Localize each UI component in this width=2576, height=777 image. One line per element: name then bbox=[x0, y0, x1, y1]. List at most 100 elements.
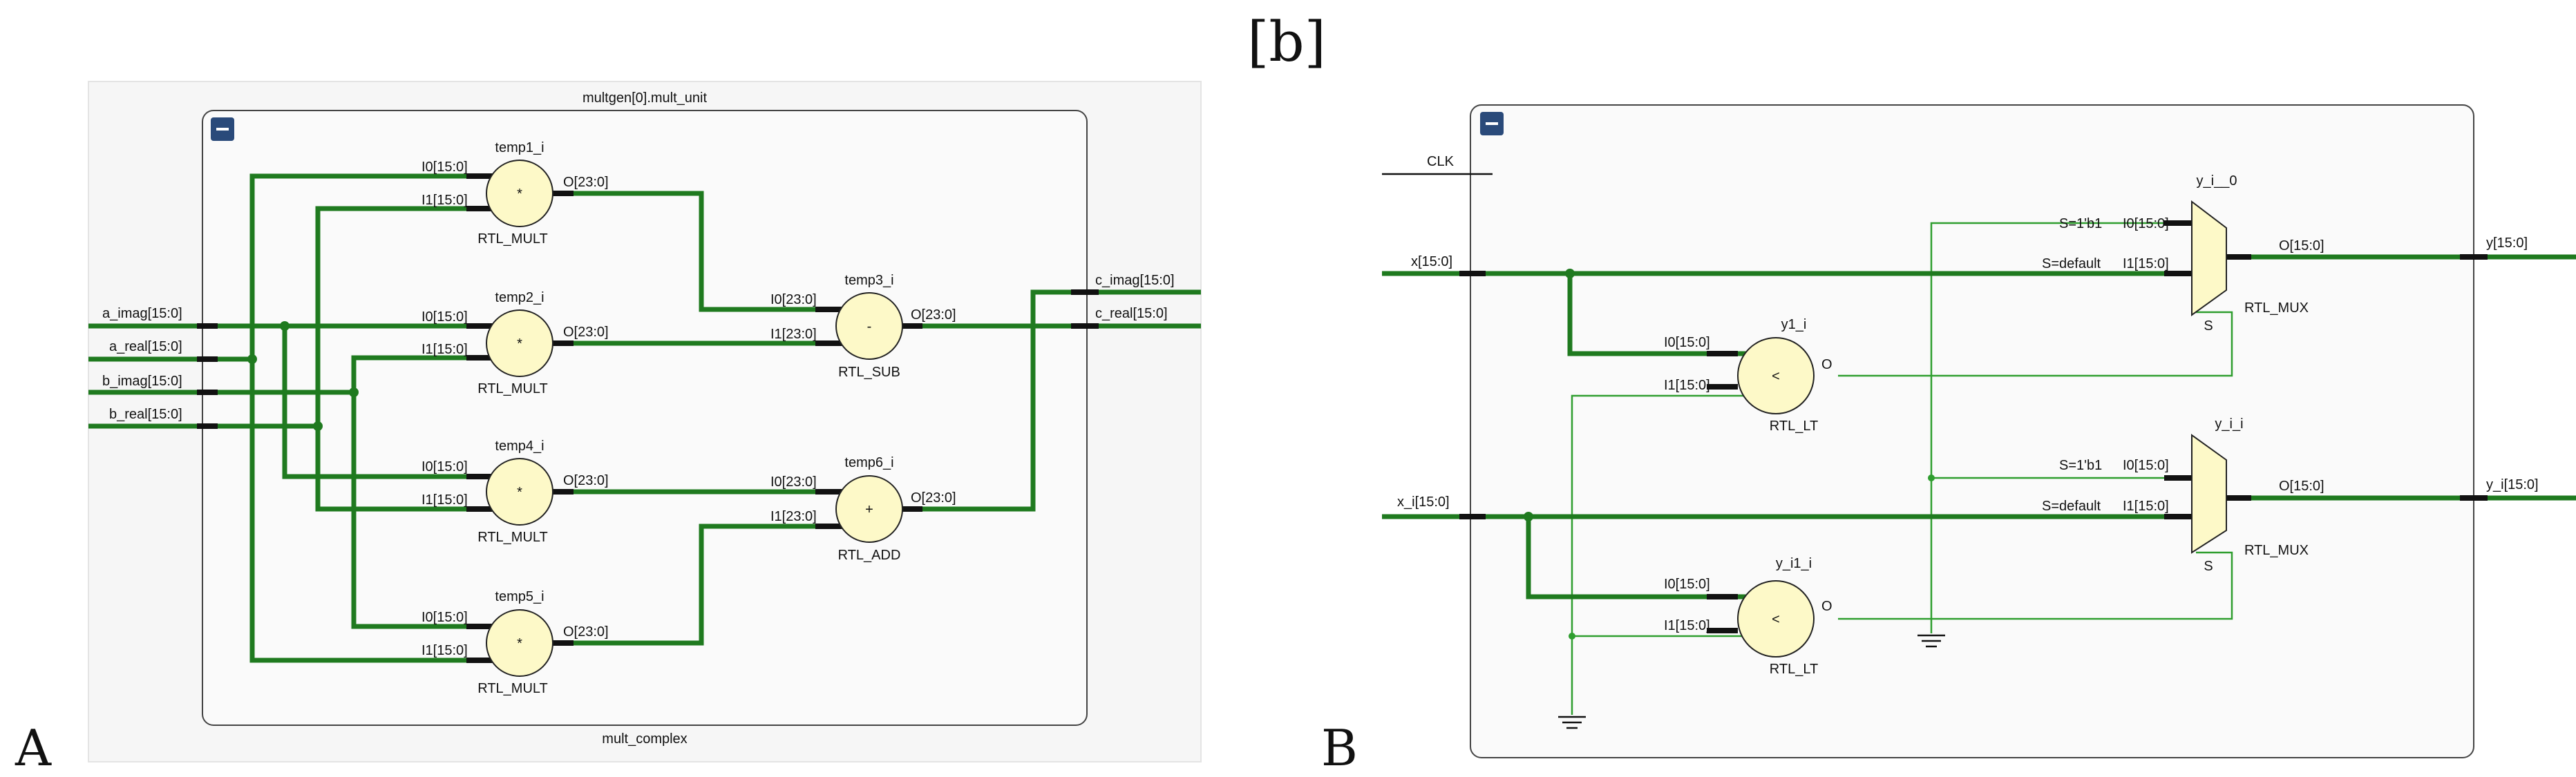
clk-port: CLK bbox=[1382, 154, 1493, 175]
panel-label-a: A bbox=[15, 719, 52, 777]
pin-label: I1[15:0] bbox=[422, 492, 468, 508]
collapse-button-a[interactable] bbox=[211, 117, 234, 141]
input-port-label: x_i[15:0] bbox=[1397, 495, 1450, 510]
output-port-label: y[15:0] bbox=[2486, 236, 2528, 251]
pin-label: S=1'b1 bbox=[2059, 216, 2102, 231]
inner-module-box bbox=[202, 110, 1088, 726]
pin-label: S=default bbox=[2042, 256, 2101, 271]
input-port-label: b_imag[15:0] bbox=[102, 374, 182, 389]
mux-cell-y-i-i[interactable]: y_i_i RTL_MUX S=1'b1 I0[15:0] S=default … bbox=[2042, 416, 2324, 574]
pin-stubs-a bbox=[197, 289, 1099, 429]
pin-label: I0[23:0] bbox=[770, 474, 817, 490]
cell-type: RTL_MULT bbox=[477, 681, 548, 696]
cell-op: < bbox=[1772, 612, 1780, 627]
cell-op: * bbox=[517, 186, 522, 202]
pin-label: I0[15:0] bbox=[1664, 577, 1710, 592]
panel-label-b: B bbox=[1321, 719, 1358, 777]
cell-op: * bbox=[517, 336, 522, 352]
inner-module-title: mult_complex bbox=[602, 731, 687, 747]
cell-name: temp5_i bbox=[495, 589, 544, 604]
figure-title: [b] bbox=[1247, 10, 1326, 74]
pin-label: O[23:0] bbox=[911, 490, 956, 506]
pin-label: S=default bbox=[2042, 499, 2101, 514]
panel-a: multgen[0].mult_unit mult_complex a_imag… bbox=[15, 81, 1202, 777]
mult-cell-temp4[interactable]: * temp4_i RTL_MULT I0[15:0] I1[15:0] O[2… bbox=[422, 439, 609, 545]
sub-cell-temp3[interactable]: - temp3_i RTL_SUB I0[23:0] I1[23:0] O[23… bbox=[770, 273, 956, 380]
pin-stubs-b bbox=[1459, 254, 2488, 519]
pin-label: I1[15:0] bbox=[422, 193, 468, 208]
pin-label: I0[23:0] bbox=[770, 292, 817, 307]
pin-label: I1[15:0] bbox=[422, 643, 468, 658]
pin-label: O[23:0] bbox=[563, 175, 609, 190]
pin-label: O[23:0] bbox=[563, 624, 609, 640]
pin-label: S bbox=[2204, 559, 2213, 574]
cell-op: * bbox=[517, 485, 522, 500]
cell-name: temp2_i bbox=[495, 290, 544, 305]
mult-cell-temp1[interactable]: * temp1_i RTL_MULT I0[15:0] I1[15:0] O[2… bbox=[422, 140, 609, 247]
cell-type: RTL_ADD bbox=[838, 548, 901, 563]
mult-cell-temp2[interactable]: * temp2_i RTL_MULT I0[15:0] I1[15:0] O[2… bbox=[422, 290, 609, 396]
pin-label: I1[23:0] bbox=[770, 509, 817, 524]
cell-type: RTL_MUX bbox=[2244, 543, 2309, 558]
cell-name: temp4_i bbox=[495, 439, 544, 454]
lt-cell-y-i1[interactable]: < y_i1_i RTL_LT I0[15:0] I1[15:0] O bbox=[1664, 556, 1832, 677]
nets-a bbox=[88, 173, 1201, 663]
cell-name: temp6_i bbox=[844, 455, 893, 470]
cell-name: y_i1_i bbox=[1776, 556, 1812, 571]
mux-cell-y-i-0[interactable]: y_i__0 RTL_MUX S=1'b1 I0[15:0] S=default… bbox=[2042, 173, 2324, 334]
clk-label: CLK bbox=[1427, 154, 1455, 169]
output-ports-a: c_imag[15:0] c_real[15:0] bbox=[1095, 273, 1175, 321]
output-port-label: c_imag[15:0] bbox=[1095, 273, 1175, 288]
cell-type: RTL_MULT bbox=[477, 231, 548, 247]
input-ports-a: a_imag[15:0] a_real[15:0] b_imag[15:0] b… bbox=[102, 306, 182, 422]
cell-type: RTL_SUB bbox=[838, 365, 900, 380]
pin-label: I1[15:0] bbox=[2123, 256, 2169, 271]
module-box-b bbox=[1470, 104, 2474, 758]
cell-op: + bbox=[865, 502, 873, 517]
output-port-label: y_i[15:0] bbox=[2486, 477, 2539, 492]
pin-label: I0[15:0] bbox=[2123, 216, 2169, 231]
pin-label: O[15:0] bbox=[2279, 238, 2324, 253]
pin-label: I0[15:0] bbox=[422, 309, 468, 325]
cell-name: temp3_i bbox=[844, 273, 893, 288]
cell-type: RTL_LT bbox=[1770, 662, 1818, 677]
pin-label: I1[15:0] bbox=[1664, 378, 1710, 393]
ground-symbol bbox=[1917, 634, 1945, 648]
outer-module-title: multgen[0].mult_unit bbox=[583, 90, 708, 106]
pin-label: O[15:0] bbox=[2279, 479, 2324, 494]
pin-label: S bbox=[2204, 318, 2213, 334]
pin-label: I1[23:0] bbox=[770, 327, 817, 342]
pin-label: I0[15:0] bbox=[1664, 335, 1710, 350]
input-port-label: a_imag[15:0] bbox=[102, 306, 182, 321]
cell-type: RTL_LT bbox=[1770, 419, 1818, 434]
pin-label: O[23:0] bbox=[911, 307, 956, 323]
mult-cell-temp5[interactable]: * temp5_i RTL_MULT I0[15:0] I1[15:0] O[2… bbox=[422, 589, 609, 696]
pin-label: O[23:0] bbox=[563, 325, 609, 340]
pin-label: O bbox=[1821, 599, 1832, 614]
input-port-label: b_real[15:0] bbox=[109, 407, 182, 422]
lt-cell-y1[interactable]: < y1_i RTL_LT I0[15:0] I1[15:0] O bbox=[1664, 317, 1832, 434]
ground-symbol bbox=[1558, 716, 1586, 729]
nets-b bbox=[1382, 254, 2576, 599]
output-port-label: c_real[15:0] bbox=[1095, 306, 1168, 321]
input-port-label: a_real[15:0] bbox=[109, 339, 182, 354]
collapse-button-b[interactable] bbox=[1480, 112, 1504, 135]
pin-label: I1[15:0] bbox=[2123, 499, 2169, 514]
cell-op: * bbox=[517, 636, 522, 651]
add-cell-temp6[interactable]: + temp6_i RTL_ADD I0[23:0] I1[23:0] O[23… bbox=[770, 455, 956, 563]
panel-b: CLK x[15:0] x_i[15:0] y[15:0] y_i[15:0] bbox=[1321, 104, 2576, 777]
cell-type: RTL_MULT bbox=[477, 381, 548, 396]
cell-op: < bbox=[1772, 369, 1780, 384]
cell-name: y_i_i bbox=[2215, 416, 2243, 432]
cell-name: temp1_i bbox=[495, 140, 544, 155]
cell-op: - bbox=[867, 319, 872, 334]
input-port-label: x[15:0] bbox=[1411, 254, 1452, 269]
pin-label: O[23:0] bbox=[563, 473, 609, 488]
pin-label: O bbox=[1821, 357, 1832, 372]
pin-label: I1[15:0] bbox=[422, 342, 468, 357]
cell-type: RTL_MUX bbox=[2244, 300, 2309, 316]
pin-label: S=1'b1 bbox=[2059, 458, 2102, 473]
pin-label: I1[15:0] bbox=[1664, 618, 1710, 633]
cell-name: y1_i bbox=[1781, 317, 1807, 332]
